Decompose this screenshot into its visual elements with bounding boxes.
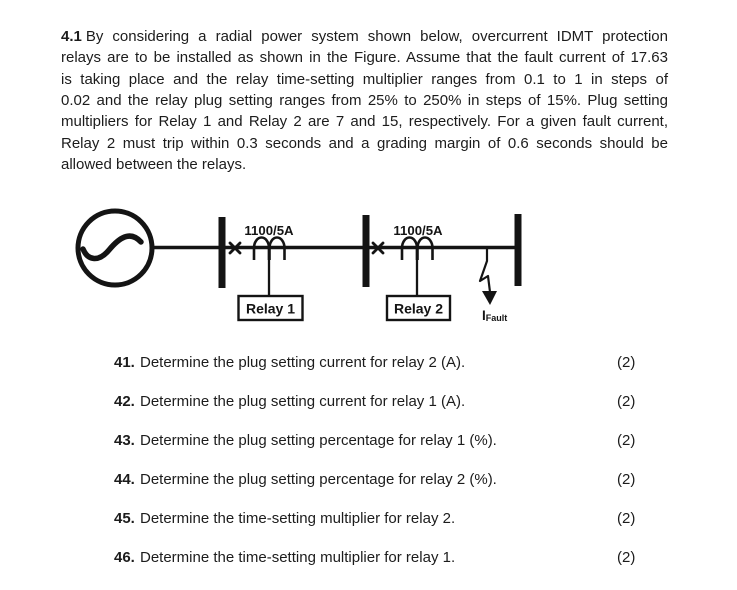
question-text: Determine the plug setting percentage fo…: [140, 471, 497, 488]
question-number: 44.: [114, 471, 135, 488]
circuit-diagram: 1100/5A 1100/5A Relay 1 Relay 2 IFault: [75, 208, 522, 323]
intro-number: 4.1: [61, 28, 82, 45]
question-number: 43.: [114, 432, 135, 449]
question-row: 42. Determine the plug setting current f…: [0, 391, 737, 413]
intro-line: relays are to be installed as shown in t…: [61, 49, 668, 67]
question-marks: (2): [617, 354, 636, 371]
intro-line: multipliers for Relay 1 and Relay 2 are …: [61, 113, 668, 131]
intro-line: Relay 2 must trip within 0.3 seconds and…: [61, 134, 668, 152]
ct-ratio-label-2: 1100/5A: [393, 223, 443, 238]
question-row: 44. Determine the plug setting percentag…: [0, 469, 737, 491]
question-row: 45. Determine the time-setting multiplie…: [0, 508, 737, 530]
fault-current-label-sub: Fault: [486, 313, 508, 323]
intro-line-text: By considering a radial power system sho…: [85, 28, 668, 45]
question-marks: (2): [617, 393, 636, 410]
question-row: 43. Determine the plug setting percentag…: [0, 430, 737, 452]
question-number: 45.: [114, 510, 135, 527]
generator-icon: [75, 208, 155, 288]
question-text: Determine the time-setting multiplier fo…: [140, 549, 456, 566]
question-text: Determine the plug setting current for r…: [140, 354, 466, 371]
generator-sine-icon: [80, 233, 144, 262]
relay-label-2: Relay 2: [394, 301, 443, 317]
breaker-x-icon-2: [371, 241, 385, 255]
question-number: 42.: [114, 393, 135, 410]
question-number: 46.: [114, 549, 135, 566]
question-text: Determine the plug setting current for r…: [140, 393, 466, 410]
question-row: 46. Determine the time-setting multiplie…: [0, 547, 737, 569]
relay-box-1: [237, 294, 304, 322]
question-marks: (2): [617, 432, 636, 449]
intro-line: allowed between the relays.: [61, 156, 247, 174]
question-text: Determine the plug setting percentage fo…: [140, 432, 497, 449]
intro-line: is taking place and the relay time-setti…: [61, 70, 668, 88]
question-marks: (2): [617, 510, 636, 527]
relay-box-2: [385, 294, 452, 322]
fault-current-label: IFault: [482, 308, 507, 323]
ct-symbol-2: [400, 236, 434, 260]
question-marks: (2): [617, 549, 636, 566]
ct-ratio-label-1: 1100/5A: [244, 223, 294, 238]
fault-current-label-main: I: [482, 308, 486, 323]
ct-symbol-1: [252, 236, 286, 260]
relay-label-1: Relay 1: [246, 301, 295, 317]
breaker-x-icon-1: [228, 241, 242, 255]
question-marks: (2): [617, 471, 636, 488]
fault-arrow-icon: [478, 248, 497, 305]
question-text: Determine the time-setting multiplier fo…: [140, 510, 456, 527]
question-row: 41. Determine the plug setting current f…: [0, 352, 737, 374]
question-number: 41.: [114, 354, 135, 371]
intro-line: 0.02 and the relay plug setting ranges f…: [61, 92, 668, 110]
